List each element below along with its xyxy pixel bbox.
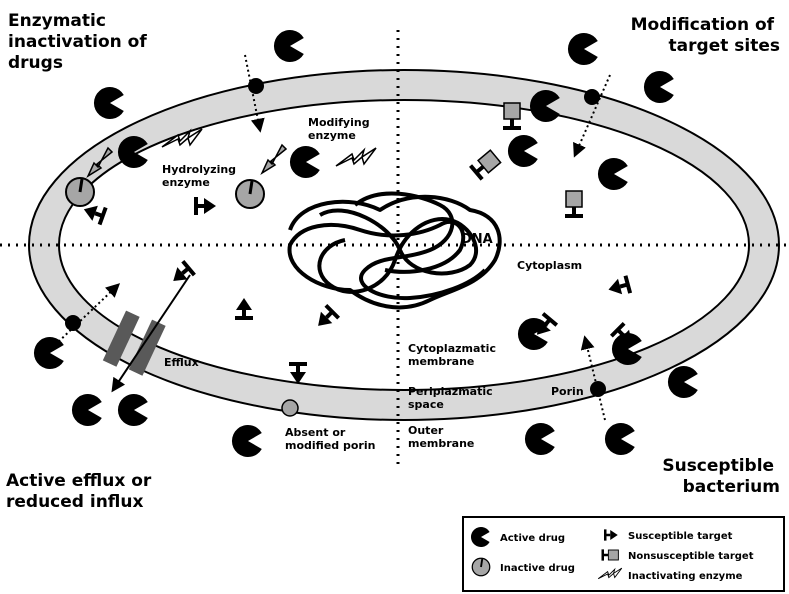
porin-right [580,335,606,421]
porin-top-right [573,74,611,158]
legend-box [462,516,785,592]
modified-porin [281,399,299,417]
cytoplasmic-membrane-label: Cytoplazmatic membrane [408,342,500,368]
hydrolyzing-enzyme-label: Hydrolyzing enzyme [162,163,240,189]
legend-susceptible-target: Susceptible target [628,531,733,542]
efflux-pump-icon [102,274,191,393]
conversion-arrows [86,143,288,178]
dna-label: DNA [461,232,493,247]
outer-membrane-label: Outer membrane [408,424,474,450]
periplasmic-space-label: Periplazmatic space [408,385,496,411]
quadrant-title-bottom-right: Susceptible bacterium [662,456,780,497]
legend-inactive-drug-icon [471,557,491,577]
cytoplasm-label: Cytoplasm [517,259,582,272]
legend-inactivating-enzyme: Inactivating enzyme [628,571,743,582]
efflux-label: Efflux [164,356,199,369]
quadrant-title-top-left: Enzymatic inactivation of drugs [8,11,153,73]
porin-left [54,283,121,346]
dna-tangle [287,191,502,310]
legend: Active drug Inactive drug Susceptible ta… [462,516,785,592]
legend-nonsusceptible-target: Nonsusceptible target [628,551,754,562]
legend-active-drug: Active drug [500,533,565,544]
legend-inactive-drug: Inactive drug [500,563,575,574]
absent-porin-label: Absent or modified porin [285,426,375,452]
porin-top-left [244,54,265,133]
quadrant-title-bottom-left: Active efflux or reduced influx [6,471,157,512]
modifying-enzyme-label: Modifying enzyme [308,116,373,142]
porin-label: Porin [551,385,584,398]
quadrant-title-top-right: Modification of target sites [631,15,780,56]
